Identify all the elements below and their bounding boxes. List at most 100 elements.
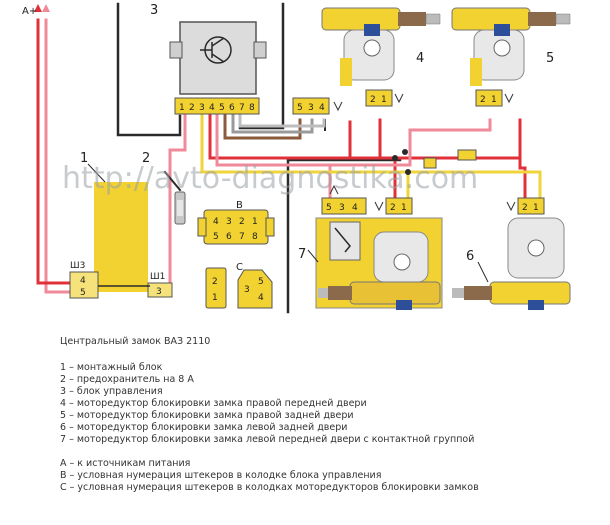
- caption-title: Центральный замок ВАЗ 2110: [60, 336, 211, 347]
- pin: 1: [401, 203, 407, 213]
- fuse: [174, 191, 186, 225]
- junction-dot: [405, 169, 411, 175]
- pin: 5: [213, 232, 219, 242]
- pin: 4: [319, 103, 325, 113]
- pin: 7: [239, 232, 245, 242]
- junction-dot: [402, 149, 408, 155]
- legend-item: 7 – моторедуктор блокировки замка левой …: [60, 434, 475, 445]
- pin: 3: [199, 103, 205, 113]
- junction-dot: [392, 155, 398, 161]
- pin: 1: [179, 103, 185, 113]
- pin: 3: [308, 103, 314, 113]
- pin: 5: [297, 103, 303, 113]
- pin: 3: [244, 285, 250, 295]
- wire-pink-bus: [215, 114, 492, 167]
- pin: 3: [226, 217, 232, 227]
- legend-item: 4 – моторедуктор блокировки замка правой…: [60, 398, 367, 409]
- sh3-pin-1: 4: [80, 276, 86, 286]
- legend-note: С – условная нумерация штекеров в колодк…: [60, 482, 479, 493]
- wire-red-motor6: [518, 156, 527, 202]
- motor-right-front-label: 4: [416, 51, 424, 66]
- wire-ground-3: [286, 158, 402, 314]
- connector-b-label: B: [236, 200, 243, 211]
- pin: 4: [352, 203, 358, 213]
- pin: 2: [390, 203, 396, 213]
- wire-ground-1: [116, 2, 182, 137]
- motor-left-front-label: 7: [298, 247, 306, 262]
- pin: 2: [522, 203, 528, 213]
- connector-c: C 2 1 3 5 4: [205, 262, 273, 309]
- central-lock-wiring-diagram: A+ 4 5 3 Ш3 Ш1 1 2 3 1 2 3 4 5 6 7 8: [22, 2, 571, 314]
- inline-connector: [457, 149, 477, 161]
- pin: 4: [209, 103, 215, 113]
- sh3-pin-2: 5: [80, 288, 86, 298]
- pin: 1: [533, 203, 539, 213]
- arrow-up-icon: [34, 4, 42, 12]
- pin: 5: [326, 203, 332, 213]
- legend-item: 1 – монтажный блок: [60, 362, 163, 373]
- motor-right-rear: 2 1: [451, 7, 571, 107]
- caption: Центральный замок ВАЗ 2110 1 – монтажный…: [60, 336, 600, 494]
- pin: 5: [258, 277, 264, 287]
- motor-right-rear-label: 5: [546, 51, 554, 66]
- legend-note: А – к источникам питания: [60, 458, 191, 469]
- pin: 7: [239, 103, 245, 113]
- control-side-connector: 5 3 4: [292, 97, 343, 115]
- watermark: http://avto-diagnostika.com: [62, 161, 478, 196]
- pin: 8: [252, 232, 258, 242]
- arrow-up-icon: [42, 4, 50, 12]
- control-unit-label: 3: [150, 3, 158, 18]
- pin: 4: [213, 217, 219, 227]
- legend-note: В – условная нумерация штекеров в колодк…: [60, 470, 382, 481]
- pin: 6: [226, 232, 232, 242]
- legend-item: 3 – блок управления: [60, 386, 163, 397]
- wire-source-red: [36, 18, 77, 285]
- source-label: A+: [22, 6, 37, 17]
- connector-arrows-icon: [333, 101, 343, 112]
- wire-brown: [223, 114, 302, 140]
- connector-arrows-icon: [506, 201, 516, 212]
- connector-c-label: C: [236, 262, 243, 273]
- pin: 5: [219, 103, 225, 113]
- pin: 1: [491, 95, 497, 105]
- wire-fuse: [163, 170, 182, 192]
- motor-left-rear-label: 6: [466, 249, 474, 264]
- wire-yellow-right: [406, 170, 542, 202]
- pin: 2: [189, 103, 195, 113]
- control-unit-pins: 1 2 3 4 5 6 7 8: [179, 103, 255, 113]
- wire-yellow-bus: [200, 114, 410, 174]
- connector-b: B 4 3 2 1 5 6 7 8: [197, 200, 275, 245]
- pin: 6: [229, 103, 235, 113]
- pin: 8: [249, 103, 255, 113]
- connector-arrows-icon: [504, 93, 514, 104]
- mount-block-label: 1: [80, 151, 88, 166]
- inline-connector: [423, 157, 437, 169]
- wire-source-pink: [44, 18, 77, 294]
- wire-gray-2: [238, 114, 326, 128]
- source-arrows: [34, 4, 50, 12]
- motor-left-rear: 2 1: [452, 197, 571, 310]
- motor-left-front: 5 3 4 2 1: [315, 184, 443, 310]
- legend-item: 2 – предохранитель на 8 А: [60, 374, 194, 385]
- motor-right-front: 2 1: [321, 7, 441, 107]
- legend-item: 6 – моторедуктор блокировки замка левой …: [60, 422, 348, 433]
- wires: [36, 2, 542, 314]
- connector-arrows-icon: [374, 201, 384, 212]
- wire-red-bus: [208, 114, 522, 160]
- pin: 1: [252, 217, 258, 227]
- mount-sh3-label: Ш3: [70, 261, 85, 271]
- pin: 2: [212, 277, 218, 287]
- legend-item: 5 – моторедуктор блокировки замка правой…: [60, 410, 354, 421]
- connector-arrows-icon: [329, 184, 339, 195]
- pin: 2: [370, 95, 376, 105]
- pin: 2: [480, 95, 486, 105]
- sh1-pin-1: 3: [156, 287, 162, 297]
- fuse-label: 2: [142, 151, 150, 166]
- wire-ground-2: [238, 2, 285, 130]
- pin: 1: [381, 95, 387, 105]
- mount-sh1-label: Ш1: [150, 272, 165, 282]
- connector-arrows-icon: [394, 93, 404, 104]
- mount-block: 4 5 3: [69, 182, 173, 299]
- pin: 2: [239, 217, 245, 227]
- pin: 3: [339, 203, 345, 213]
